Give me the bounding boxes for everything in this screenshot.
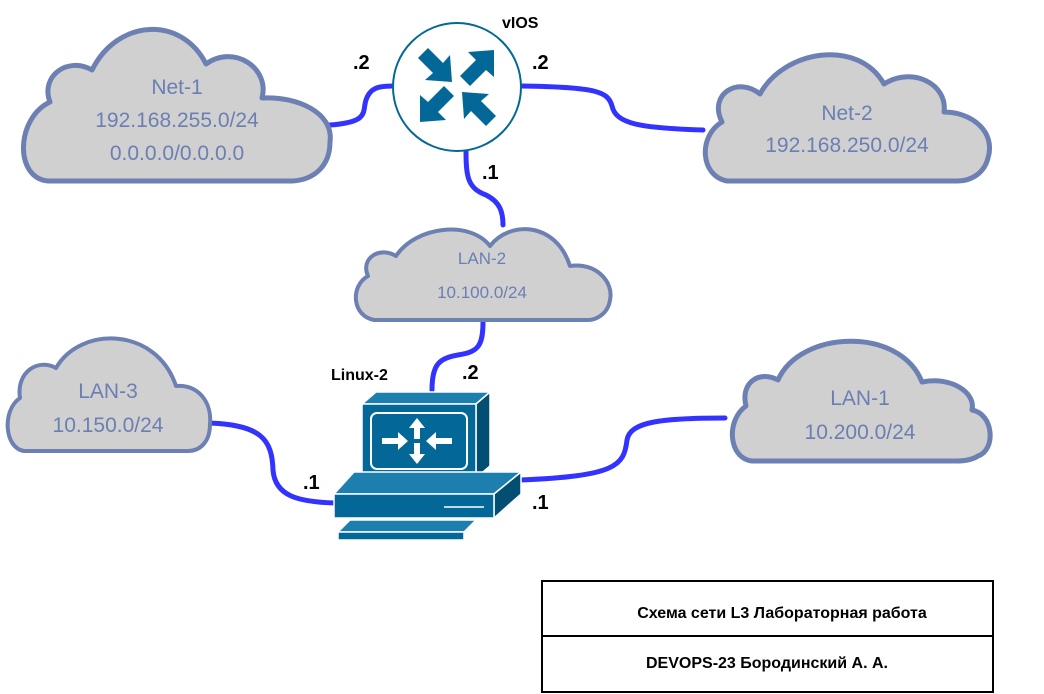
router-arrows-icon bbox=[418, 48, 496, 126]
port-linux-lan3: .1 bbox=[303, 472, 320, 494]
cloud-net1-name: Net-1 bbox=[151, 76, 202, 99]
cloud-net1: Net-1 192.168.255.0/24 0.0.0.0/0.0.0.0 bbox=[21, 27, 333, 184]
keyboard-front bbox=[337, 531, 465, 541]
cloud-lan2-shape bbox=[353, 227, 613, 322]
caption-title: Схема сети L3 Лабораторная работа bbox=[637, 605, 927, 622]
arrow-in-topleft bbox=[418, 48, 452, 82]
arrow-in-bottomright bbox=[462, 92, 496, 126]
router-vios[interactable]: vIOS bbox=[392, 15, 539, 152]
monitor-top bbox=[359, 391, 493, 405]
link-router-lan2 bbox=[463, 147, 506, 228]
cloud-net1-extra: 0.0.0.0/0.0.0.0 bbox=[110, 142, 244, 165]
arrow-left bbox=[426, 432, 452, 450]
arrow-down bbox=[409, 443, 425, 464]
cloud-lan2-subnet: 10.100.0/24 bbox=[437, 283, 527, 302]
arrow-up bbox=[409, 418, 425, 439]
cloud-lan3-name: LAN-3 bbox=[78, 380, 138, 403]
cloud-lan2: LAN-2 10.100.0/24 bbox=[353, 227, 613, 322]
cloud-lan1-shape bbox=[730, 338, 993, 464]
base-top bbox=[332, 471, 524, 495]
cloud-lan3-subnet: 10.150.0/24 bbox=[53, 414, 164, 437]
port-linux-lan2: .2 bbox=[462, 362, 479, 384]
cloud-lan1: LAN-1 10.200.0/24 bbox=[730, 338, 993, 464]
cloud-net2: Net-2 192.168.250.0/24 bbox=[702, 52, 992, 184]
monitor-screen bbox=[370, 412, 468, 470]
cloud-lan3-shape bbox=[5, 336, 213, 453]
cloud-net2-name: Net-2 bbox=[821, 102, 872, 125]
arrow-out-topright bbox=[460, 50, 494, 86]
port-router-lan2: .1 bbox=[482, 162, 499, 184]
port-router-net1: .2 bbox=[353, 52, 370, 74]
cloud-lan3: LAN-3 10.150.0/24 bbox=[5, 336, 213, 453]
cloud-net2-shape bbox=[702, 52, 992, 184]
caption-table: Схема сети L3 Лабораторная работа DEVOPS… bbox=[541, 580, 994, 693]
cloud-net2-subnet: 192.168.250.0/24 bbox=[765, 134, 929, 157]
link-router-net2 bbox=[519, 83, 706, 133]
caption-author: DEVOPS-23 Бородинский А. А. bbox=[646, 655, 888, 672]
router-name: vIOS bbox=[502, 15, 539, 32]
link-router-net1 bbox=[327, 83, 396, 128]
link-lan3-linux bbox=[206, 420, 338, 506]
base-front bbox=[333, 493, 495, 519]
link-lan2-linux bbox=[429, 319, 486, 393]
linux-host[interactable]: Linux-2 bbox=[331, 367, 524, 541]
arrow-out-bottomleft bbox=[420, 86, 454, 122]
router-body bbox=[392, 22, 522, 152]
links bbox=[206, 83, 728, 506]
link-lan1-linux bbox=[517, 415, 728, 483]
port-router-net2: .2 bbox=[532, 52, 549, 74]
monitor-side bbox=[475, 390, 491, 480]
keyboard-top bbox=[336, 519, 478, 533]
cloud-lan1-name: LAN-1 bbox=[830, 387, 890, 410]
cloud-net1-shape bbox=[21, 27, 333, 184]
linux-name: Linux-2 bbox=[331, 367, 388, 384]
port-labels: .2 .2 .1 .2 .1 .1 bbox=[303, 52, 549, 514]
cloud-lan1-subnet: 10.200.0/24 bbox=[805, 421, 916, 444]
cloud-lan2-name: LAN-2 bbox=[458, 249, 506, 268]
switching-arrows-icon bbox=[382, 418, 452, 464]
port-linux-lan1: .1 bbox=[532, 492, 549, 514]
cloud-net1-subnet: 192.168.255.0/24 bbox=[95, 109, 259, 132]
arrow-right bbox=[382, 432, 408, 450]
